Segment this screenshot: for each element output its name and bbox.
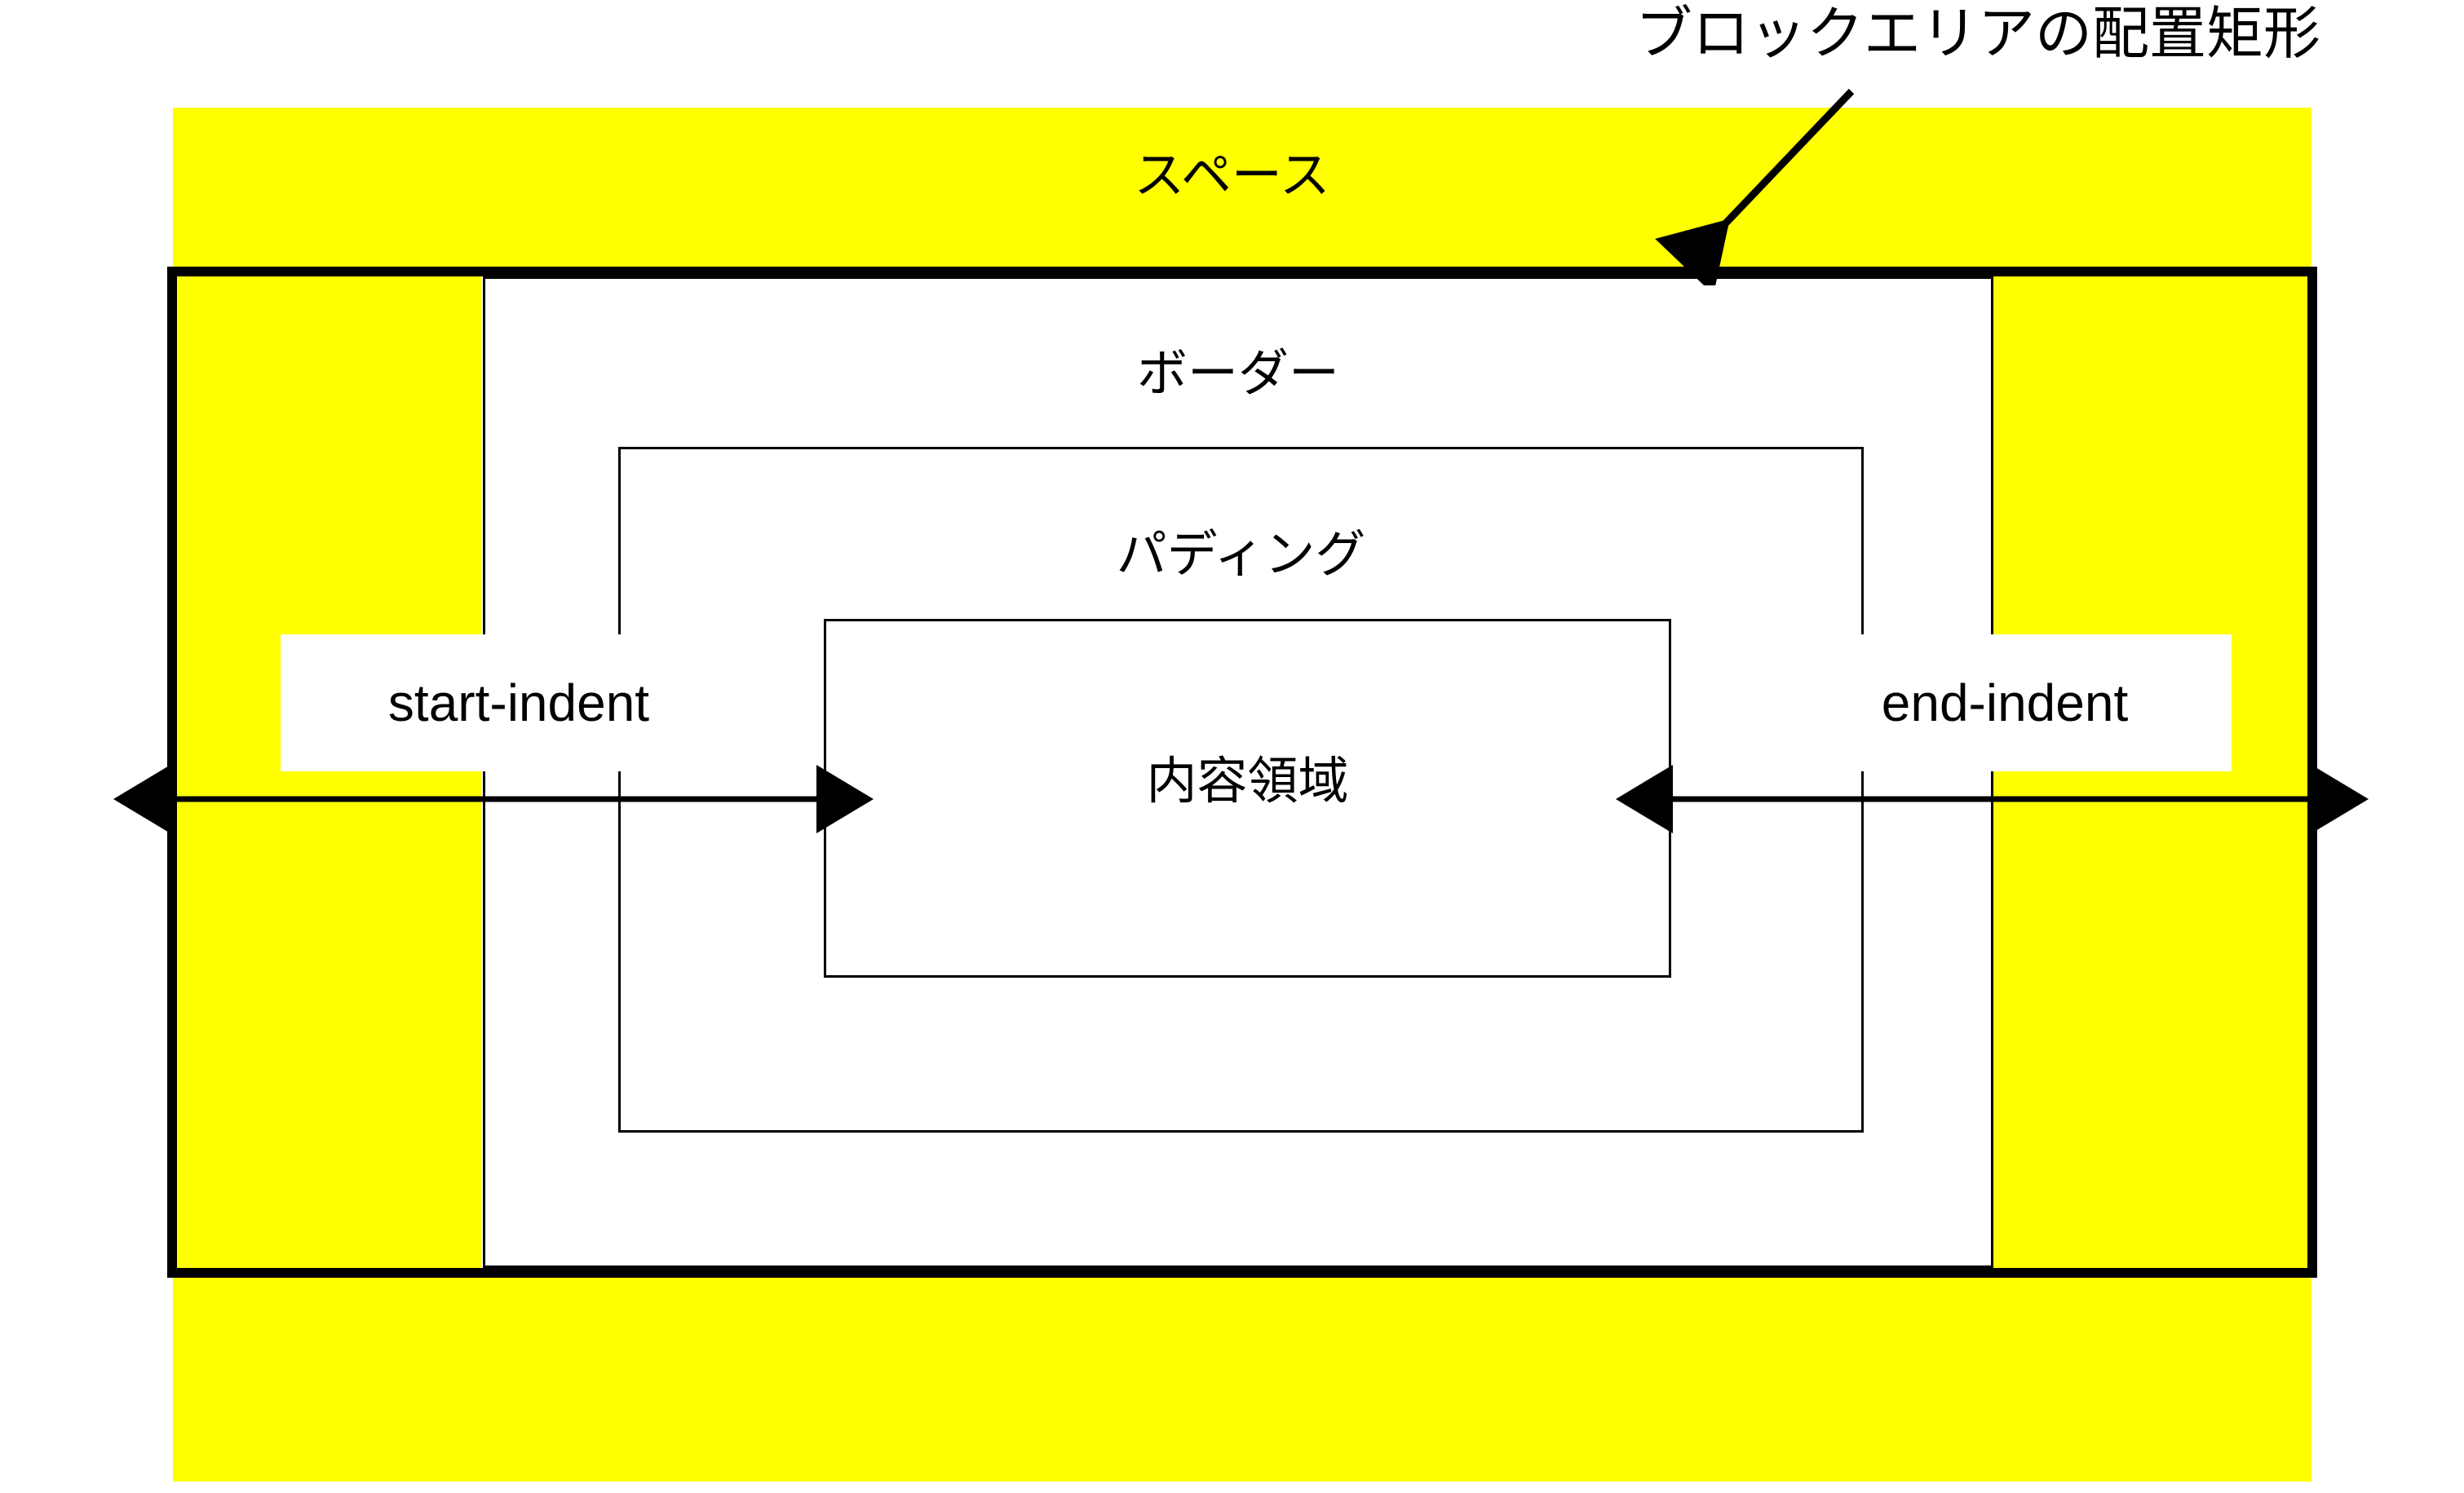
block-area-rect-callout-label: ブロックエリアの配置矩形 [1635, 2, 2320, 65]
block-area-rect-callout-arrow [1655, 88, 1855, 285]
padding-label: パディング [1116, 527, 1366, 583]
start-indent-arrow [113, 765, 874, 833]
space-label: スペース [1134, 148, 1330, 204]
content-area-label: 内容領域 [1146, 753, 1349, 810]
start-indent-label: start-indent [281, 634, 757, 771]
end-indent-label: end-indent [1778, 634, 2232, 771]
end-indent-arrow [1616, 765, 2369, 833]
border-label: ボーダー [1136, 346, 1339, 402]
